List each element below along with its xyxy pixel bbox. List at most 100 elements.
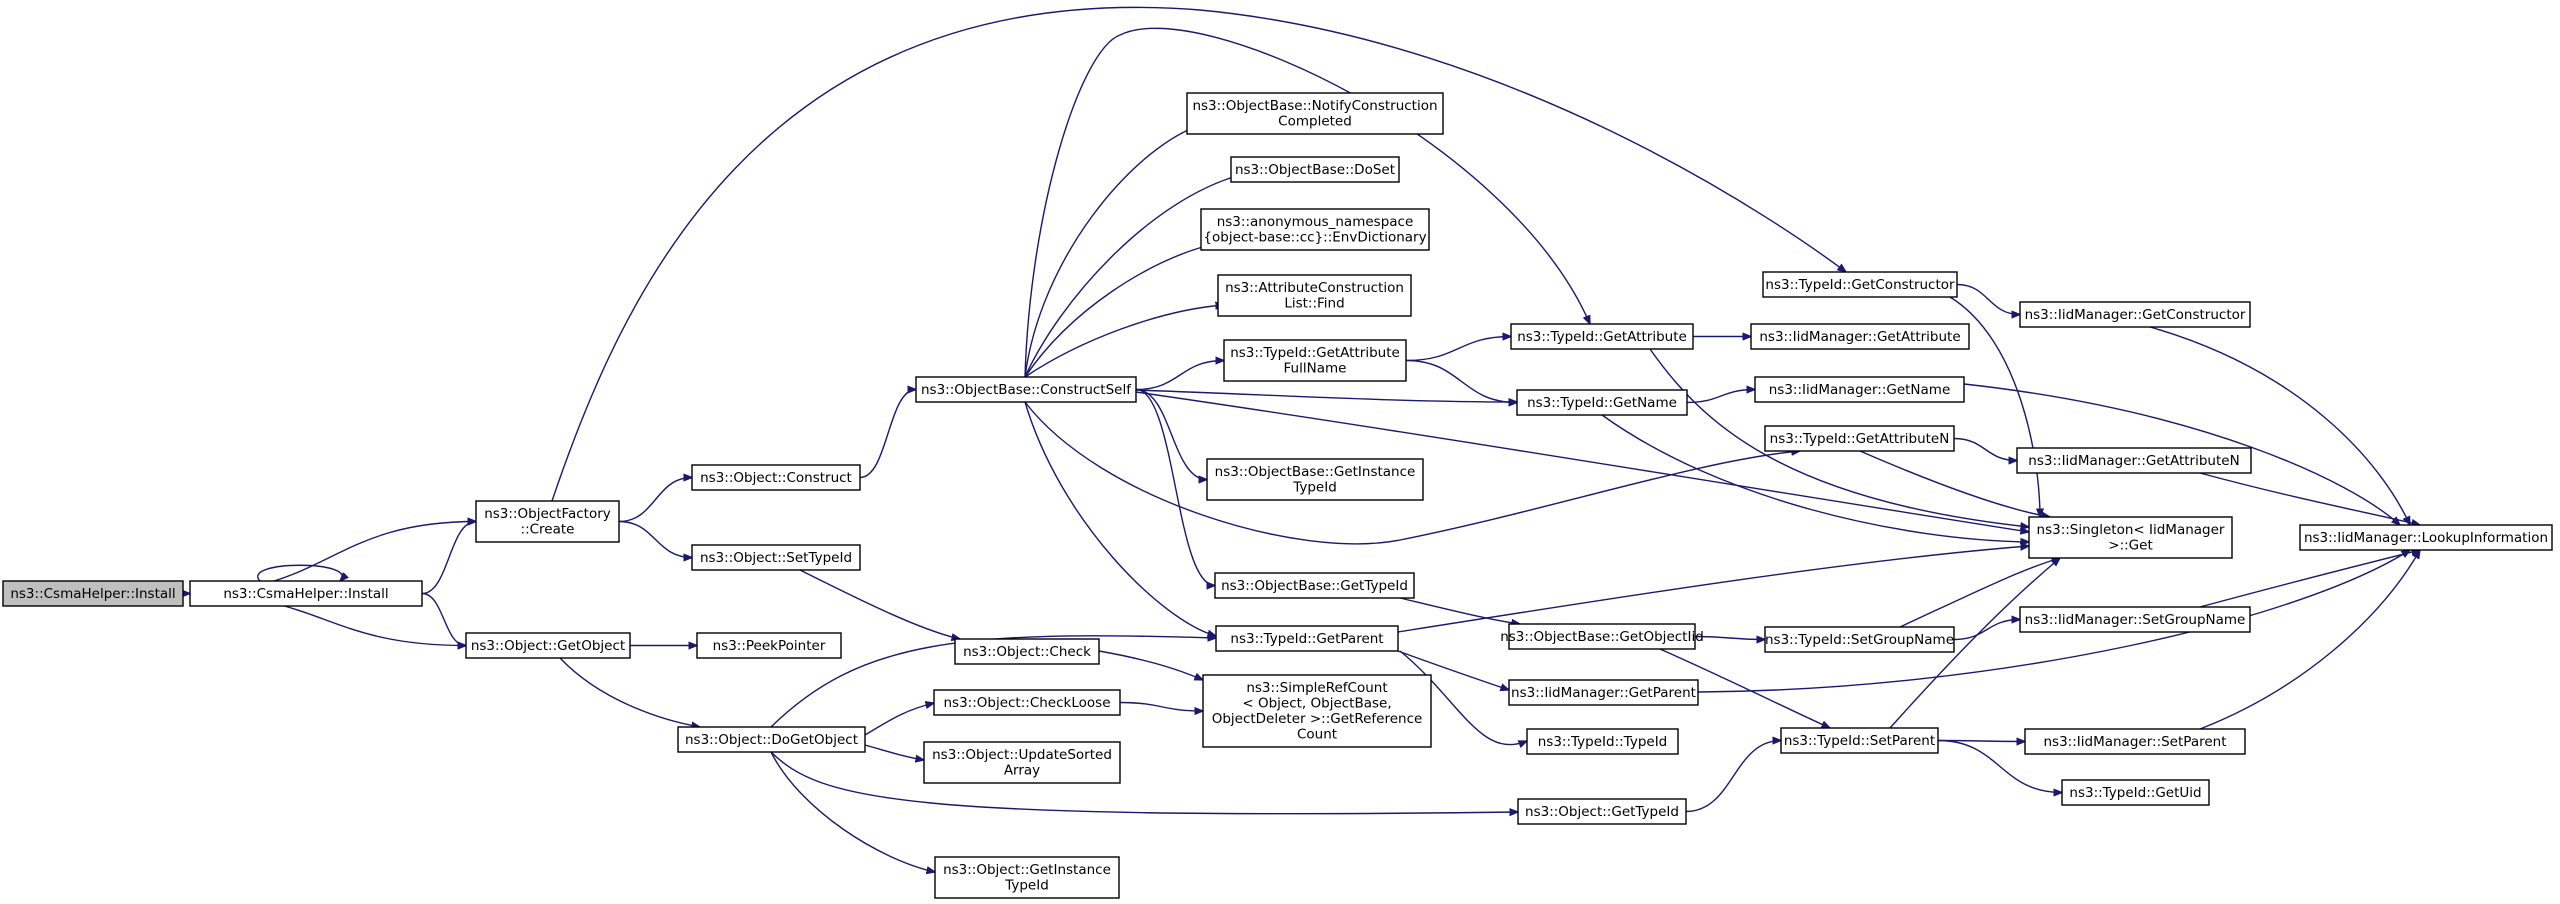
function-node[interactable]: ns3::TypeId::TypeId — [1526, 728, 1679, 755]
edge-n32-to-n34 — [1889, 558, 2060, 729]
edge-n5-to-n9 — [799, 569, 960, 639]
function-node[interactable]: ns3::ObjectBase::ConstructSelf — [915, 376, 1137, 403]
node-box — [2028, 516, 2233, 559]
function-node[interactable]: ns3::TypeId::GetAttributeN — [1764, 425, 1955, 452]
function-node[interactable]: ns3::Object::SetTypeId — [691, 544, 861, 571]
node-box — [691, 464, 861, 491]
edge-n17-to-n22 — [1405, 337, 1511, 362]
edge-n8-to-n13 — [1024, 125, 1200, 378]
node-label: ::Create — [521, 522, 575, 538]
node-box — [933, 689, 1121, 716]
edge-n27-to-n32 — [1685, 741, 1781, 813]
function-node[interactable]: ns3::Object::Check — [954, 638, 1100, 665]
node-box — [465, 632, 631, 659]
function-node[interactable]: ns3::IidManager::GetAttributeN — [2016, 447, 2252, 474]
node-label: ns3::ObjectBase::GetInstance — [1215, 464, 1416, 480]
function-node[interactable]: ns3::CsmaHelper::Install — [189, 580, 423, 607]
function-node[interactable]: ns3::PeekPointer — [696, 632, 842, 659]
edge-n7-to-n10 — [864, 703, 934, 736]
node-box — [1200, 208, 1430, 251]
node-box — [189, 580, 423, 607]
node-label: ns3::IidManager::GetName — [1769, 382, 1951, 398]
edge-n35-to-n40 — [2149, 326, 2410, 525]
node-box — [1202, 674, 1432, 748]
function-node[interactable]: ns3::IidManager::GetAttribute — [1750, 323, 1970, 350]
function-node[interactable]: ns3::Object::DoGetObject — [677, 726, 866, 753]
node-label: ns3::IidManager::GetConstructor — [2025, 307, 2246, 323]
node-box — [2299, 524, 2553, 551]
function-node[interactable]: ns3::TypeId::GetParent — [1215, 625, 1399, 652]
node-label: TypeId — [1292, 480, 1337, 496]
function-node[interactable]: ns3::Object::Construct — [691, 464, 861, 491]
function-node[interactable]: ns3::anonymous_namespace{object-base::cc… — [1200, 208, 1430, 251]
function-node[interactable]: ns3::IidManager::GetName — [1754, 376, 1965, 403]
function-node[interactable]: ns3::IidManager::SetParent — [2024, 728, 2246, 755]
function-node[interactable]: ns3::ObjectFactory::Create — [475, 500, 620, 543]
function-node[interactable]: ns3::ObjectBase::DoSet — [1230, 156, 1400, 183]
function-node[interactable]: ns3::Singleton< IidManager>::Get — [2028, 516, 2233, 559]
function-node[interactable]: ns3::TypeId::GetAttribute — [1510, 323, 1694, 350]
function-node[interactable]: ns3::ObjectBase::GetObjectIid — [1500, 623, 1704, 650]
edge-n31-to-n37 — [1953, 620, 2020, 641]
node-box — [1516, 389, 1688, 416]
node-label: ns3::TypeId::SetGroupName — [1765, 632, 1954, 648]
edge-n23-to-n34 — [1601, 414, 2029, 542]
node-box — [1206, 458, 1424, 501]
function-node[interactable]: ns3::TypeId::GetConstructor — [1762, 271, 1958, 298]
node-box — [1223, 339, 1407, 382]
function-node[interactable]: ns3::Object::GetTypeId — [1517, 798, 1687, 825]
function-node[interactable]: ns3::TypeId::SetGroupName — [1764, 626, 1955, 653]
function-node[interactable]: ns3::ObjectBase::GetTypeId — [1214, 572, 1415, 599]
node-label: ns3::ObjectBase::ConstructSelf — [921, 382, 1132, 398]
root-function-node[interactable]: ns3::CsmaHelper::Install — [2, 580, 184, 607]
node-label: ns3::ObjectBase::GetObjectIid — [1500, 629, 1704, 645]
node-label: ns3::IidManager::GetParent — [1511, 685, 1696, 701]
function-node[interactable]: ns3::TypeId::SetParent — [1780, 727, 1939, 754]
function-node[interactable]: ns3::IidManager::GetParent — [1508, 679, 1699, 706]
edge-n33-to-n35 — [1956, 283, 2020, 315]
edge-n8-to-n34 — [1135, 391, 2029, 532]
function-node[interactable]: ns3::IidManager::LookupInformation — [2299, 524, 2553, 551]
edge-n8-to-n23 — [1135, 389, 1517, 402]
node-label: TypeId — [1004, 878, 1049, 894]
edge-n7-to-n20 — [770, 636, 1216, 728]
node-label: ns3::Object::Check — [963, 644, 1091, 660]
edge-n25-to-n40 — [1697, 550, 2410, 693]
function-node[interactable]: ns3::IidManager::GetConstructor — [2019, 301, 2251, 328]
node-label: ns3::Singleton< IidManager — [2037, 522, 2225, 538]
node-label: ns3::Object::DoGetObject — [685, 732, 858, 748]
node-box — [915, 376, 1137, 403]
function-node[interactable]: ns3::Object::GetObject — [465, 632, 631, 659]
edge-n23-to-n29 — [1686, 390, 1755, 404]
node-box — [1517, 798, 1687, 825]
node-label: ns3::IidManager::SetGroupName — [2025, 612, 2246, 628]
node-label: ns3::IidManager::SetParent — [2044, 734, 2227, 750]
edge-n2-to-n5 — [618, 520, 692, 558]
function-node[interactable]: ns3::ObjectBase::NotifyConstructionCompl… — [1186, 92, 1444, 135]
function-node[interactable]: ns3::IidManager::SetGroupName — [2019, 606, 2251, 633]
node-label: ns3::Object::GetObject — [471, 638, 625, 654]
function-node[interactable]: ns3::TypeId::GetUid — [2061, 779, 2210, 806]
edge-n38-to-n40 — [2199, 550, 2420, 730]
node-box — [2061, 779, 2210, 806]
function-node[interactable]: ns3::Object::CheckLoose — [933, 689, 1121, 716]
edge-n19-to-n24 — [1399, 597, 1520, 624]
node-label: ns3::TypeId::GetAttribute — [1517, 329, 1687, 345]
edge-n7-to-n27 — [770, 751, 1518, 814]
node-label: ns3::Object::SetTypeId — [700, 550, 852, 566]
function-node[interactable]: ns3::TypeId::GetName — [1516, 389, 1688, 416]
node-label: FullName — [1284, 361, 1347, 377]
node-box — [1764, 626, 1955, 653]
node-box — [934, 856, 1120, 899]
edge-n1-to-n1 — [257, 564, 343, 581]
node-box — [1508, 623, 1696, 650]
node-label: ns3::SimpleRefCount — [1246, 680, 1387, 696]
function-node[interactable]: ns3::SimpleRefCount< Object, ObjectBase,… — [1202, 674, 1432, 748]
edge-n4-to-n8 — [859, 390, 916, 479]
